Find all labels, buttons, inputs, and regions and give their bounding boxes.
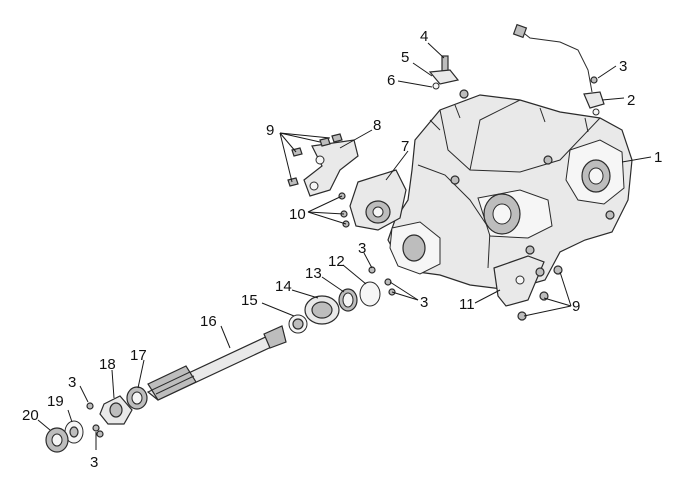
callout-9: 9 — [572, 298, 580, 315]
callout-labels: 1 2 3 4 5 6 7 8 9 10 3 3 11 9 12 13 14 1… — [22, 28, 662, 471]
callout-3: 3 — [68, 374, 76, 391]
bearing-housing-14 — [288, 295, 340, 334]
speed-sensor — [512, 23, 605, 116]
callout-17: 17 — [130, 347, 147, 364]
callout-2: 2 — [627, 92, 635, 109]
callout-3: 3 — [358, 240, 366, 257]
callout-3: 3 — [619, 58, 627, 75]
callout-3: 3 — [420, 294, 428, 311]
callout-10: 10 — [289, 206, 306, 223]
seal-rings — [338, 281, 381, 312]
bolt-set-4-5-6 — [428, 55, 469, 99]
actuator-7 — [338, 169, 407, 231]
callout-5: 5 — [401, 49, 409, 66]
callout-11: 11 — [459, 296, 475, 313]
bearing-17 — [126, 386, 148, 410]
flange-18 — [86, 395, 133, 438]
leader-lines — [37, 42, 652, 450]
callout-15: 15 — [241, 292, 258, 309]
callout-3: 3 — [90, 454, 98, 471]
callout-1: 1 — [654, 149, 662, 166]
callout-16: 16 — [200, 313, 217, 330]
callout-13: 13 — [305, 265, 322, 282]
callout-9: 9 — [266, 122, 274, 139]
callout-12: 12 — [328, 253, 345, 270]
callout-4: 4 — [420, 28, 428, 45]
callout-20: 20 — [22, 407, 39, 424]
output-shaft-16 — [146, 325, 287, 401]
transfer-case-housing — [387, 94, 633, 291]
callout-14: 14 — [275, 278, 292, 295]
callout-6: 6 — [387, 72, 395, 89]
callout-7: 7 — [401, 138, 409, 155]
callout-8: 8 — [373, 117, 381, 134]
callout-18: 18 — [99, 356, 116, 373]
washer-19 — [64, 420, 84, 444]
bracket-8 — [287, 133, 359, 197]
callout-19: 19 — [47, 393, 64, 410]
nut-20 — [45, 427, 69, 453]
mount-bracket-11 — [493, 255, 563, 321]
